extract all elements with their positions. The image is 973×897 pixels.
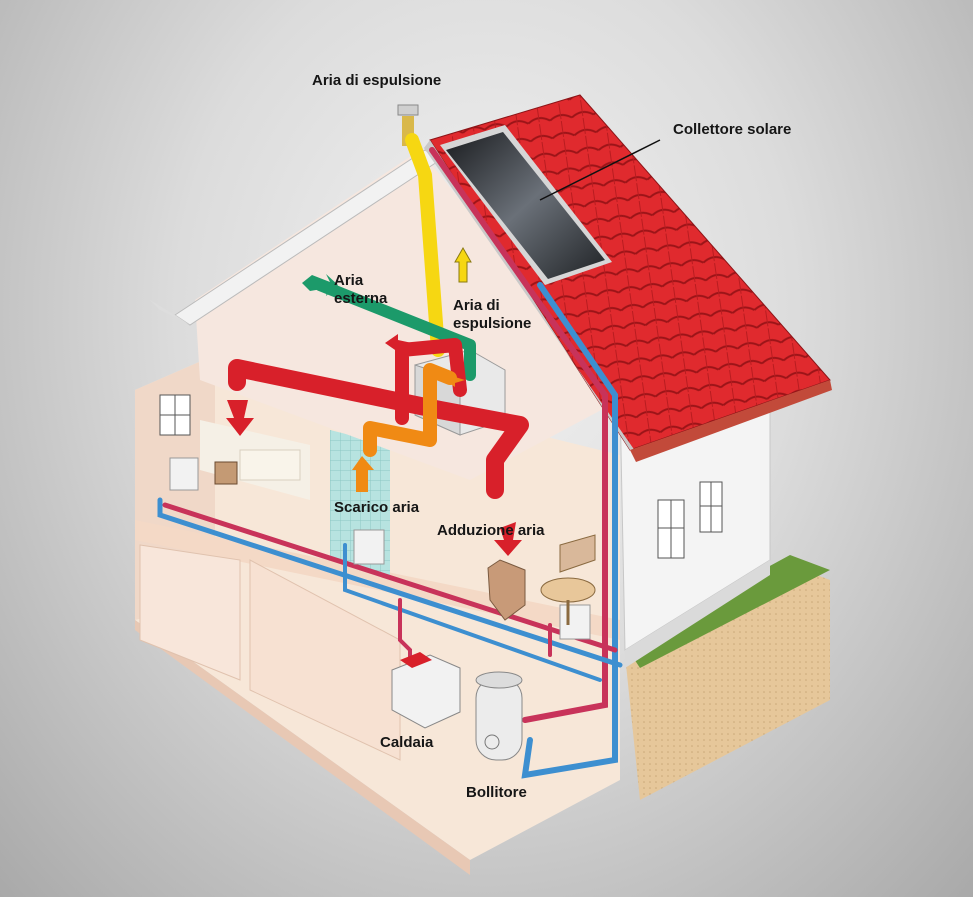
sofa (559, 534, 596, 573)
label-adduzione-aria: Adduzione aria (437, 522, 545, 539)
collector-leader-line (539, 139, 661, 201)
label-aria-esterna-line1: Aria (334, 272, 364, 289)
label-aria-esterna: Aria esterna (334, 272, 387, 308)
side-wall (619, 399, 771, 668)
label-caldaia: Caldaia (380, 734, 434, 751)
radiators (169, 457, 591, 640)
label-aria-espulsione-mid-line1: Aria di (453, 297, 500, 314)
solar-collector (440, 125, 612, 285)
ground (625, 555, 830, 800)
supply-air-duct (228, 359, 529, 499)
air-ducts (228, 133, 529, 499)
boiler (391, 652, 461, 729)
exhaust-duct (405, 133, 445, 357)
label-scarico-aria: Scarico aria (334, 499, 420, 516)
bedside-table (214, 461, 238, 485)
interior-window (159, 394, 191, 436)
radiator (169, 457, 199, 491)
label-aria-espulsione-top: Aria di espulsione (312, 72, 442, 89)
radiator (353, 529, 385, 565)
label-aria-espulsione-mid-line2: espulsione (453, 315, 532, 332)
supply-air-riser (395, 338, 467, 425)
table (540, 577, 596, 625)
label-bollitore: Bollitore (466, 784, 527, 801)
water-pipes (157, 147, 623, 779)
label-aria-esterna-line2: esterna (334, 290, 388, 307)
flow-arrows (226, 246, 522, 556)
cold-water-pipe (521, 282, 618, 779)
outside-air-duct (314, 279, 476, 381)
label-aria-espulsione-mid: Aria di espulsione (453, 297, 531, 333)
extract-air-duct (363, 363, 457, 457)
water-tank (475, 671, 523, 761)
label-collettore-solare: Collettore solare (673, 121, 792, 138)
armchair (487, 559, 526, 621)
hot-water-pipe (429, 147, 608, 723)
radiator (559, 604, 591, 640)
